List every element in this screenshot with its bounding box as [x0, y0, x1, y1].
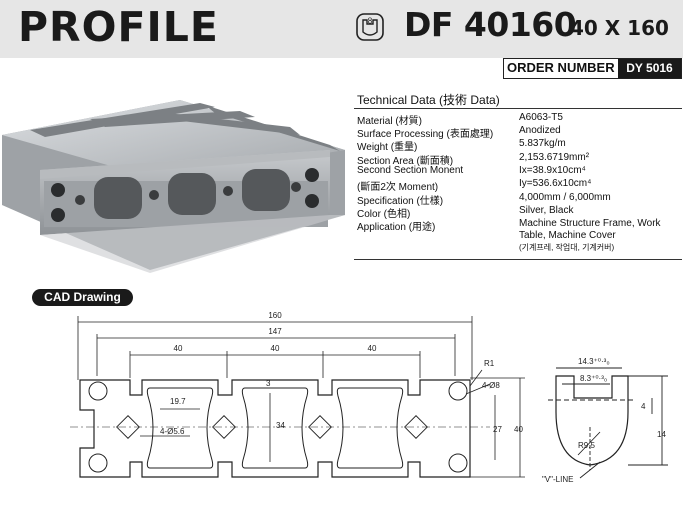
spec-value: 5.837kg/m: [519, 138, 566, 149]
spec-value: Anodized: [519, 125, 561, 136]
spec-value: Ix=38.9x10cm⁴: [519, 165, 586, 176]
spec-label: Application (用途): [357, 222, 436, 233]
application-value: Machine Structure Frame, Work Table, Mac…: [519, 218, 661, 241]
dim-slot-opening: 19.7: [170, 397, 186, 406]
dim-radius: R1: [484, 359, 495, 368]
dim-overall-width: 160: [268, 311, 282, 320]
dim-pitch-3: 40: [368, 344, 377, 353]
slot-badge: 8: [368, 17, 373, 26]
dim-inner-height: 34: [276, 421, 285, 430]
spec-label: Weight (重量): [357, 142, 418, 153]
dim-inner-width: 147: [268, 327, 282, 336]
spec-label: Section Area (斷面積): [357, 156, 454, 167]
detail-radius: R9.5: [578, 441, 595, 450]
spec-label: Specification (仕樣): [357, 196, 444, 207]
detail-neck-width: 8.3⁺⁰·³₀: [580, 374, 607, 383]
divider: [354, 259, 682, 260]
spec-label: (斷面2次 Moment): [357, 182, 439, 193]
dim-pitch-2: 40: [271, 344, 280, 353]
spec-label: Material (材質): [357, 116, 423, 127]
spec-value: Silver, Black: [519, 205, 574, 216]
spec-label: Second Section Monent: [357, 165, 464, 176]
dim-height-27: 27: [493, 425, 502, 434]
spec-label: Color (色相): [357, 209, 411, 220]
header-band: [0, 0, 683, 58]
dim-height-40: 40: [514, 425, 523, 434]
profile-size: 40 X 160: [570, 16, 669, 40]
divider: [354, 108, 682, 109]
spec-value: Iy=536.6x10cm⁴: [519, 178, 592, 189]
spec-value: 2,153.6719mm²: [519, 152, 590, 163]
application-note: (기계프레, 작업대, 기계커버): [519, 243, 615, 252]
spec-value: A6063-T5: [519, 112, 563, 123]
detail-depth: 4: [641, 402, 646, 411]
cad-drawing: 160 147 40 40 40 R1 4-Ø8 19.7 4-Ø5.6 34 …: [70, 311, 668, 484]
order-number-label: ORDER NUMBER: [507, 60, 615, 75]
order-number-value: DY 5016: [618, 59, 681, 78]
dim-corner-holes: 4-Ø8: [482, 381, 500, 390]
detail-v-line: "V"-LINE: [542, 475, 573, 484]
order-number-box: ORDER NUMBER DY 5016: [503, 58, 682, 79]
dim-pitch-1: 40: [174, 344, 183, 353]
slot-8-icon: 8: [356, 13, 384, 41]
dim-small-holes: 4-Ø5.6: [160, 427, 185, 436]
profile-3d-illustration: [2, 100, 345, 273]
detail-top-width: 14.3⁺⁰·³₀: [578, 357, 610, 366]
detail-height: 14: [657, 430, 666, 439]
dim-web: 3: [266, 379, 271, 388]
page-title: PROFILE: [18, 3, 219, 51]
model-number: DF 40160: [404, 5, 577, 44]
spec-label: Surface Processing (表面處理): [357, 129, 494, 140]
cad-drawing-label: CAD Drawing: [32, 289, 133, 306]
spec-value: 4,000mm / 6,000mm: [519, 192, 611, 203]
spec-value: Machine Structure Frame, Work Table, Mac…: [519, 218, 683, 254]
technical-data-heading: Technical Data (技術 Data): [357, 93, 500, 107]
